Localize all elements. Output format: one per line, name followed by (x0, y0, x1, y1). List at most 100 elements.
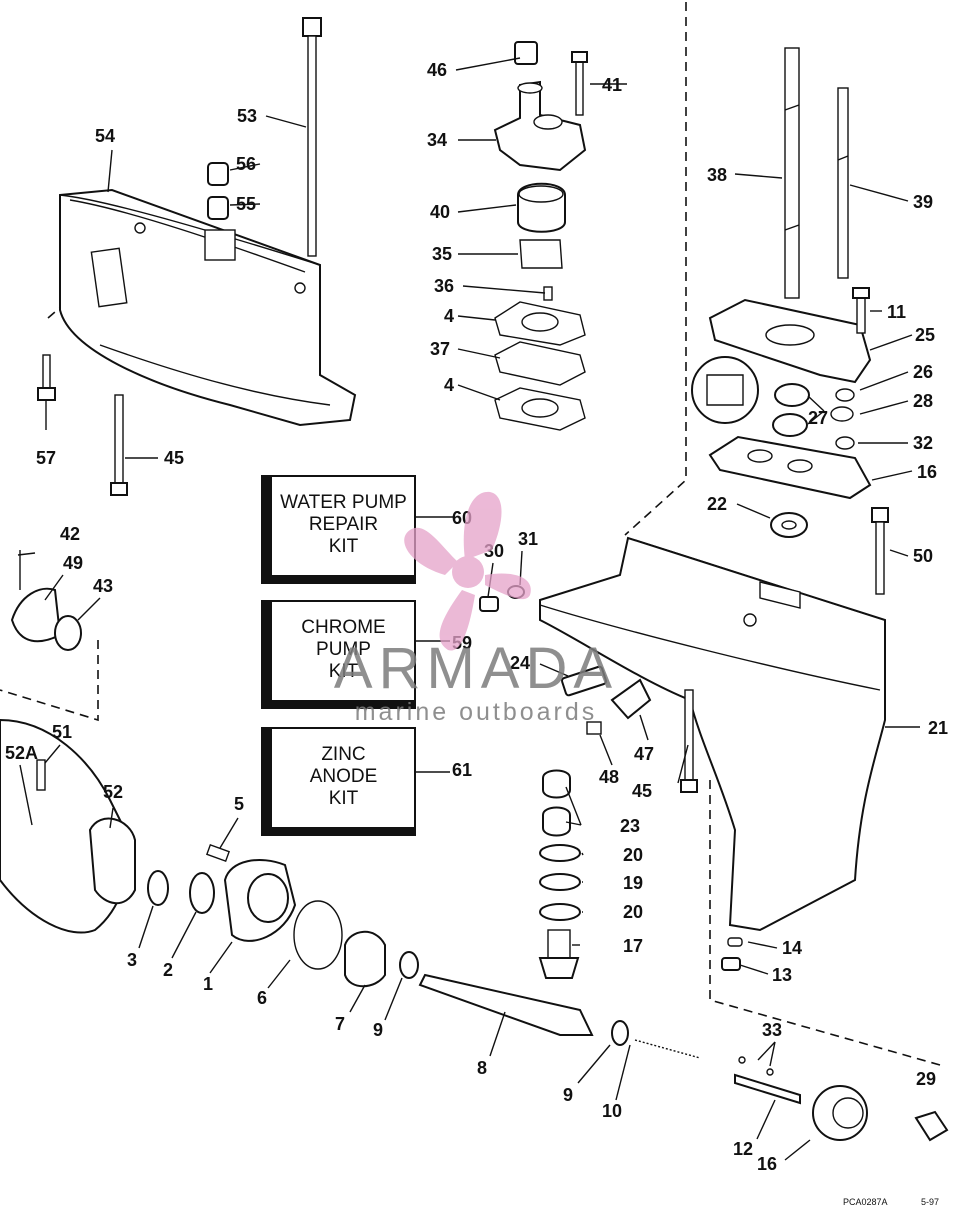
leader-line (539, 663, 569, 677)
part-label: 4 (444, 306, 454, 326)
pump-base-plate-25 (708, 287, 872, 384)
assembly-boundary-lines (0, 2, 941, 1066)
part-label: 45 (164, 448, 184, 468)
anode-bracket-parts (561, 665, 652, 735)
kit-text-line: WATER PUMP (280, 492, 407, 513)
part-label: 52 (103, 782, 123, 802)
part-label: 29 (916, 1069, 936, 1089)
leader-line (138, 905, 154, 949)
leader-line (889, 549, 909, 557)
part-label: 14 (782, 938, 802, 958)
leader-line (849, 184, 909, 202)
part-label: 34 (427, 130, 447, 150)
propeller-assembly (0, 550, 949, 1142)
part-label: 39 (913, 192, 933, 212)
kit-boxes: WATER PUMPREPAIRKIT60CHROMEPUMPKIT59ZINC… (261, 475, 472, 836)
part-label: 48 (599, 767, 619, 787)
spacer-22 (770, 512, 808, 538)
leader-line (577, 1044, 611, 1084)
part-label: 49 (63, 553, 83, 573)
leader-line (734, 173, 783, 179)
leader-line (565, 786, 582, 826)
part-label: 25 (915, 325, 935, 345)
propeller-logo-icon (404, 491, 531, 651)
part-label: 45 (632, 781, 652, 801)
kit-text-line: KIT (329, 536, 359, 557)
seal-inset-27 (691, 356, 855, 450)
leader-line (107, 149, 113, 193)
leader-line (807, 410, 825, 425)
leader-line (747, 941, 778, 949)
part-label: 37 (430, 339, 450, 359)
leader-line (599, 734, 613, 766)
part-label: 16 (757, 1154, 777, 1174)
figure-date: 5-97 (921, 1197, 939, 1207)
leader-line (807, 395, 825, 412)
kit-text-line: PUMP (316, 639, 371, 660)
armada-watermark: ARMADA marine outboards (334, 491, 618, 726)
leader-line (209, 941, 233, 974)
leader-line (581, 852, 584, 856)
kit-text-line: ANODE (310, 766, 378, 787)
kit-text-line: REPAIR (309, 514, 378, 535)
leader-line (739, 964, 769, 975)
part-label: 42 (60, 524, 80, 544)
part-label: 52A (5, 743, 38, 763)
leader-line (219, 817, 239, 849)
part-label: 51 (52, 722, 72, 742)
leader-line (736, 503, 771, 519)
part-label: 35 (432, 244, 452, 264)
part-label: 6 (257, 988, 267, 1008)
part-label: 10 (602, 1101, 622, 1121)
part-label: 16 (917, 462, 937, 482)
gearcase-21 (539, 536, 886, 932)
leader-line (265, 115, 307, 128)
exhaust-housing (59, 188, 357, 427)
part-label: 32 (913, 433, 933, 453)
screw-57 (37, 354, 56, 401)
bolt-50 (871, 507, 889, 595)
part-label: 31 (518, 529, 538, 549)
kit-text-line: KIT (329, 661, 359, 682)
part-label: 20 (623, 845, 643, 865)
part-label: 22 (707, 494, 727, 514)
leader-line (44, 574, 64, 601)
kit-number: 61 (452, 760, 472, 780)
bolt-45-left (110, 394, 128, 496)
part-label: 3 (127, 950, 137, 970)
watermark-brand: ARMADA (334, 636, 618, 701)
leader-line (17, 552, 36, 556)
kit-text-line: CHROME (301, 617, 385, 638)
part-label: 19 (623, 873, 643, 893)
part-label: 17 (623, 936, 643, 956)
leader-line (639, 714, 649, 741)
part-label: 28 (913, 391, 933, 411)
leader-line (229, 203, 261, 206)
part-label: 46 (427, 60, 447, 80)
leader-line (859, 400, 909, 415)
part-label: 9 (373, 1020, 383, 1040)
part-label: 9 (563, 1085, 573, 1105)
leader-line (19, 764, 33, 826)
screws-13-14 (721, 937, 743, 971)
part-label: 7 (335, 1014, 345, 1034)
leader-line (384, 977, 403, 1021)
part-label: 8 (477, 1058, 487, 1078)
leader-line (859, 371, 909, 391)
part-label: 38 (707, 165, 727, 185)
leader-line (455, 57, 521, 71)
leader-line (756, 1099, 776, 1140)
leader-line (44, 744, 61, 764)
part-label: 50 (913, 546, 933, 566)
part-label: 23 (620, 816, 640, 836)
leader-line (784, 1139, 811, 1161)
leader-line (489, 1011, 506, 1057)
leader-line (769, 1041, 776, 1067)
part-label: 4 (444, 375, 454, 395)
part-label: 57 (36, 448, 56, 468)
long-bolt-53 (302, 17, 322, 257)
nuts-55-56 (207, 162, 229, 220)
part-label: 27 (808, 408, 828, 428)
